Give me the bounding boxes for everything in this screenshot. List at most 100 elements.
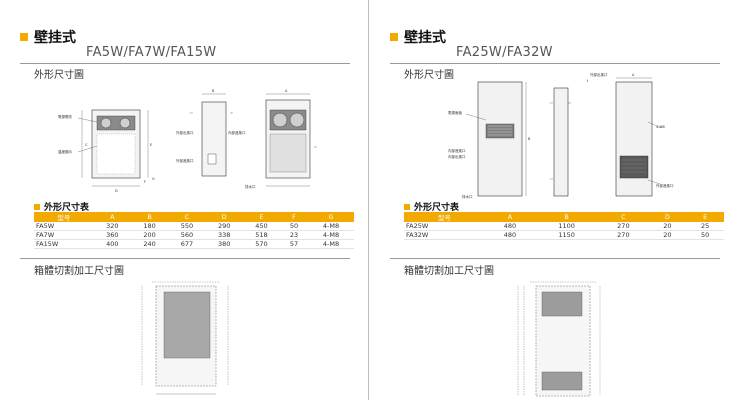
r-side-arrow-left-icon: ⇦ — [550, 101, 553, 105]
left-table-title: 外形尺寸表 — [34, 200, 89, 213]
table-cell: 25 — [686, 222, 724, 231]
side-ext-air-out-label: 外部出風口 — [176, 130, 194, 135]
rear-fan-1 — [272, 112, 288, 128]
rear-arrow-icon: ⇨ — [314, 145, 317, 149]
table-cell: 240 — [130, 239, 169, 249]
table-cell: 50 — [686, 230, 724, 240]
right-section-title-text: 壁挂式 — [404, 30, 446, 46]
dim-g-label: G — [152, 177, 155, 181]
col-header: G — [307, 212, 354, 222]
right-cutout-rule — [390, 258, 720, 259]
col-header: C — [168, 212, 206, 222]
table-cell: 320 — [93, 222, 131, 231]
table-cell: 270 — [598, 222, 649, 231]
table-cell: 360 — [93, 230, 131, 240]
right-spec-table: 型号 A B C D E FA25W 480 1100 270 20 25 FA… — [404, 212, 724, 240]
table-cell: 50 — [280, 222, 308, 231]
r-rear-grille — [619, 155, 649, 179]
col-header: D — [648, 212, 687, 222]
rear-fan-2 — [289, 112, 305, 128]
dim-c-label: C — [85, 143, 88, 147]
table-cell: FA15W — [34, 239, 94, 249]
col-header: 型号 — [404, 212, 485, 222]
side-int-air-in-label: 內部進風口 — [228, 130, 246, 135]
table-cell: 550 — [168, 222, 206, 231]
right-table-title: 外形尺寸表 — [404, 200, 459, 213]
r-bolt-label: 4-M8 — [656, 125, 665, 129]
col-header: E — [242, 212, 281, 222]
table-cell: 4-M8 — [307, 222, 354, 231]
right-model-names: FA25W/FA32W — [456, 45, 553, 60]
table-cell: 180 — [130, 222, 169, 231]
table-cell: 57 — [280, 239, 308, 249]
table-cell: 338 — [205, 230, 243, 240]
side-ext-air-in-label: 外部進風口 — [176, 158, 194, 163]
left-section-title-text: 壁挂式 — [34, 30, 76, 46]
table-cell: 560 — [168, 230, 206, 240]
table-cell: FA25W — [404, 222, 485, 231]
table-cell: 20 — [648, 230, 687, 240]
table-cell: 200 — [130, 230, 169, 240]
table-row: FA32W 480 1150 270 20 50 — [404, 230, 724, 240]
title-square-icon — [390, 33, 398, 41]
table-cell: 1150 — [535, 230, 599, 240]
table-cell: 290 — [205, 222, 243, 231]
table-cell: 1100 — [535, 222, 599, 231]
side-view-switch — [207, 153, 217, 165]
front-fan-1 — [100, 117, 112, 129]
dim-f-label: F — [144, 180, 146, 184]
r-dim-b-label: B — [528, 137, 531, 141]
side-arrow-left-icon: ⇦ — [190, 111, 193, 115]
drain-label: 排水口 — [245, 184, 256, 189]
left-cutout-rule — [20, 258, 350, 259]
table-cell: FA5W — [34, 222, 94, 231]
table-cell: 270 — [598, 230, 649, 240]
table-cell: 677 — [168, 239, 206, 249]
r-side-body — [553, 87, 569, 197]
col-header: D — [205, 212, 243, 222]
side-view-body — [201, 101, 227, 177]
left-spec-table: 型号 A B C D E F G FA5W 320 180 550 290 45… — [34, 212, 354, 249]
table-cell: 4-M8 — [307, 239, 354, 249]
table-cell: 4-M8 — [307, 230, 354, 240]
temp-display-label: 溫度顯示 — [58, 149, 72, 154]
right-cutout-drawing — [517, 281, 601, 397]
table-cell: 570 — [242, 239, 281, 249]
side-dim-b-label: B — [212, 89, 215, 93]
table-row: FA5W 320 180 550 290 450 50 4-M8 — [34, 222, 354, 231]
table-row: FA15W 400 240 677 380 570 57 4-M8 — [34, 239, 354, 249]
r-rear-body — [615, 81, 653, 197]
col-header: C — [598, 212, 649, 222]
right-section-title: 壁挂式 — [390, 27, 446, 47]
r-cutout-bottom-hatch — [541, 371, 583, 391]
table-header-row: 型号 A B C D E F G — [34, 212, 354, 222]
r-panel-label: 電源面板 — [448, 110, 462, 115]
table-cell: 480 — [484, 230, 536, 240]
left-outline-drawing: C D F G E 電源開关 溫度顯示 B 外部出風口 內部進風口 外部進風口 … — [58, 89, 317, 193]
left-cutout-label: 箱體切割加工尺寸圖 — [34, 266, 124, 277]
table-cell: FA32W — [404, 230, 485, 240]
left-outline-label: 外形尺寸圖 — [34, 70, 84, 81]
r-ext-air-out-label: 外部出風口 — [590, 72, 608, 77]
left-cutout-drawing — [141, 281, 229, 395]
right-outline-label: 外形尺寸圖 — [404, 70, 454, 81]
table-cell: 20 — [648, 222, 687, 231]
side-arrow-right-icon: ⇨ — [230, 111, 233, 115]
table-cell: 380 — [205, 239, 243, 249]
right-title-rule — [390, 63, 720, 64]
col-header: 型号 — [34, 212, 94, 222]
table-square-icon — [34, 204, 40, 210]
table-row: FA7W 360 200 560 338 518 23 4-M8 — [34, 230, 354, 240]
page-divider — [368, 0, 369, 400]
dim-d-label: D — [115, 189, 118, 193]
table-cell: 480 — [484, 222, 536, 231]
table-header-row: 型号 A B C D E — [404, 212, 724, 222]
dim-e-label: E — [150, 143, 152, 147]
r-int-air-out-label: 內部出風口 — [448, 154, 466, 159]
table-cell: 518 — [242, 230, 281, 240]
r-up-arrow-icon: ⇧ — [586, 79, 589, 83]
r-side-arrow-right-icon: ⇨ — [568, 101, 571, 105]
table-row: FA25W 480 1100 270 20 25 — [404, 222, 724, 231]
table-cell: FA7W — [34, 230, 94, 240]
r-drain-label: 排水口 — [462, 194, 473, 199]
